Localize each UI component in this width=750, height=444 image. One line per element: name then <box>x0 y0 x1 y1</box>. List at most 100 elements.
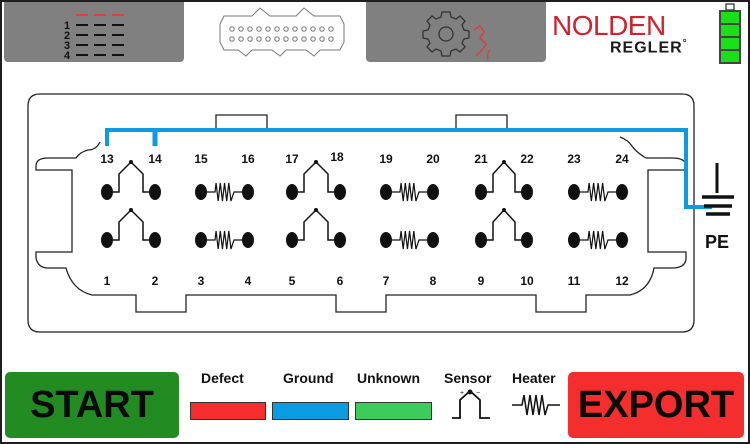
pin-contact <box>334 232 346 248</box>
start-button[interactable]: START <box>5 372 179 438</box>
legend-swatch-defect <box>190 402 266 420</box>
connector-pin-dot <box>292 36 298 42</box>
pin-contact <box>521 184 533 200</box>
pin-label: 16 <box>241 152 255 166</box>
sensor-component[interactable] <box>475 208 533 248</box>
connector-pin-dot <box>238 36 244 42</box>
sensor-component[interactable] <box>286 208 346 248</box>
pin-list-icon: 1 2 3 4 <box>64 14 124 62</box>
pin-contact <box>427 232 439 248</box>
latch <box>215 114 268 130</box>
connector-pin-dot <box>247 26 253 32</box>
pin-label: 9 <box>478 274 485 288</box>
pin-contact <box>149 232 161 248</box>
pin-contact <box>521 232 533 248</box>
legend-label-unknown: Unknown <box>357 370 420 386</box>
connector-pin-dot <box>256 26 262 32</box>
heater-component[interactable] <box>195 182 254 202</box>
pin-contact <box>616 232 628 248</box>
ground-label: PE <box>705 232 729 252</box>
connector-pin-dot <box>328 36 334 42</box>
connector-housing <box>27 93 695 333</box>
tab-settings[interactable] <box>366 2 546 62</box>
legend-swatch-ground <box>272 402 349 420</box>
connector-pin-dot <box>283 36 289 42</box>
connector-pin-dot <box>238 26 244 32</box>
connector-pin-dot <box>229 26 235 32</box>
pin-label: 6 <box>337 274 344 288</box>
list-number: 1 <box>64 20 70 32</box>
pin-contact <box>286 184 298 200</box>
pin-label: 5 <box>289 274 296 288</box>
pin-contact <box>380 232 392 248</box>
pin-label: 21 <box>474 152 488 166</box>
pin-contact <box>427 184 439 200</box>
sensor-component[interactable] <box>101 208 161 248</box>
battery-cell <box>721 51 739 62</box>
connector-body <box>35 136 687 313</box>
heater-icon <box>580 182 616 202</box>
tab-connector-view[interactable] <box>186 2 364 62</box>
sensor-icon <box>487 208 521 241</box>
connector-pin-dot <box>310 36 316 42</box>
connector-pin-dot <box>319 26 325 32</box>
heater-component[interactable] <box>568 230 628 250</box>
heater-icon <box>392 182 427 202</box>
pin-label: 3 <box>198 274 205 288</box>
heater-component[interactable] <box>195 230 254 250</box>
heater-component[interactable] <box>380 182 439 202</box>
pin-label: 10 <box>520 274 534 288</box>
list-number: 4 <box>64 50 71 62</box>
pin-contact <box>101 232 113 248</box>
pin-label: 19 <box>379 152 393 166</box>
connector-pin-dot <box>265 36 271 42</box>
pin-contact <box>475 232 487 248</box>
sensor-icon <box>298 160 334 193</box>
pin-label: 2 <box>152 274 159 288</box>
connector-pin-dot <box>319 36 325 42</box>
pin-contact <box>475 184 487 200</box>
pin-label: 7 <box>383 274 390 288</box>
connector-pin-dot <box>229 36 235 42</box>
legend-swatch-unknown <box>355 402 432 420</box>
pin-contact <box>242 184 254 200</box>
brand-sub: REGLER° <box>610 38 688 57</box>
sensor-icon <box>298 208 334 241</box>
heater-icon <box>512 394 560 416</box>
battery-icon <box>719 3 741 64</box>
pin-label: 1 <box>104 274 111 288</box>
pin-contact <box>195 184 207 200</box>
sensor-component[interactable] <box>286 160 346 200</box>
pin-label: 17 <box>285 152 299 166</box>
pin-label: 12 <box>615 274 629 288</box>
sensor-icon <box>113 208 149 241</box>
legend-label-ground: Ground <box>283 370 334 386</box>
connector-pin-dot <box>301 36 307 42</box>
pin-label: 20 <box>426 152 440 166</box>
heater-icon <box>392 230 427 250</box>
brand-logo: NOLDEN REGLER° <box>552 10 687 60</box>
heater-component[interactable] <box>568 182 628 202</box>
tab-pin-list[interactable]: 1 2 3 4 <box>4 2 184 62</box>
svg-text:−: − <box>476 390 480 397</box>
pin-label: 4 <box>245 274 252 288</box>
pin-label: 22 <box>520 152 534 166</box>
connector-pin-dot <box>283 26 289 32</box>
pin-label: 18 <box>330 150 344 164</box>
sensor-component[interactable] <box>475 160 533 200</box>
connector-icon <box>219 7 345 57</box>
pin-label: 11 <box>568 274 581 288</box>
latch <box>455 114 508 130</box>
heater-icon <box>207 182 242 202</box>
battery-cell <box>721 38 739 49</box>
connector-pin-dot <box>265 26 271 32</box>
sensor-component[interactable] <box>101 160 161 200</box>
connector-pin-dot <box>256 36 262 42</box>
gear-icon <box>422 11 491 61</box>
pin-contact <box>101 184 113 200</box>
export-button[interactable]: EXPORT <box>568 372 744 438</box>
sensor-icon <box>113 160 149 193</box>
heater-component[interactable] <box>380 230 439 250</box>
heater-icon <box>207 230 242 250</box>
